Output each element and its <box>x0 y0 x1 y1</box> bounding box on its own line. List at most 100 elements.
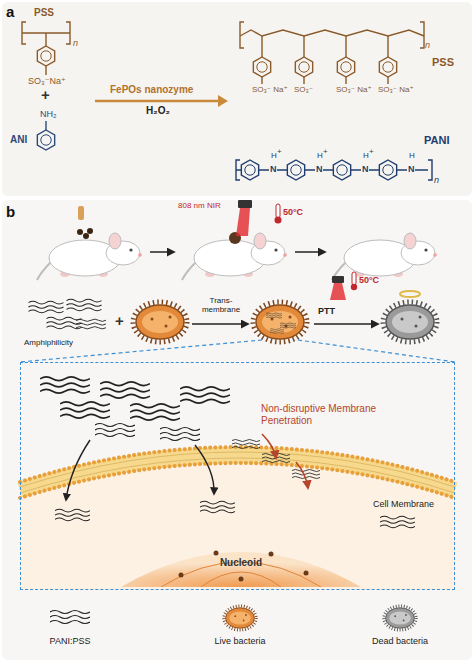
text-label: 808 nm NIR <box>178 201 221 210</box>
polymer-chain <box>266 313 282 318</box>
penetration-arrow <box>296 462 308 488</box>
lipid-heads <box>20 447 455 482</box>
lipid-heads <box>20 463 455 498</box>
legend-text: Live bacteria <box>190 636 290 646</box>
text-label: H <box>363 151 369 160</box>
text-label: H <box>317 151 323 160</box>
mouse <box>182 233 287 280</box>
bond-line <box>45 121 46 130</box>
panel-background <box>2 200 472 660</box>
text-label: + <box>369 147 374 156</box>
live-bacterium <box>253 302 307 342</box>
mouse <box>332 233 437 280</box>
drug-drop <box>83 233 89 239</box>
benzene-ring <box>37 46 54 66</box>
laser-device <box>332 276 344 283</box>
dropper <box>78 206 84 220</box>
benzene-ring <box>287 160 304 180</box>
bracket <box>240 22 424 48</box>
polymer-chain <box>95 424 135 437</box>
text-label: N <box>408 164 415 174</box>
legend-sample <box>50 611 90 624</box>
text-label: + <box>323 147 328 156</box>
reaction-arrow <box>95 100 218 103</box>
benzene-ring <box>295 57 312 77</box>
legend-sample <box>384 606 416 630</box>
text-label: 50°C <box>283 207 303 217</box>
text-label: n <box>73 38 78 48</box>
dna-dot <box>239 577 244 582</box>
text-label: SO₃⁻ Na⁺ <box>252 85 288 94</box>
nucleoid-area <box>121 552 361 587</box>
laser-device <box>238 200 252 208</box>
node-text: Cell Membrane <box>373 499 453 509</box>
flow-arrow <box>195 445 214 494</box>
cytoplasm <box>20 463 455 590</box>
step-arrow <box>314 323 378 325</box>
text-label: N <box>270 164 277 174</box>
flow-arrow <box>66 440 90 500</box>
polymer-chain <box>76 319 106 329</box>
step-arrow <box>192 323 248 325</box>
halo <box>400 291 420 297</box>
text-label: NH₂ <box>40 109 57 119</box>
text-label: PTT <box>318 306 335 316</box>
text-label: a <box>6 3 14 20</box>
text-label: SO₃⁻ <box>294 85 313 94</box>
bond-lines <box>22 22 70 75</box>
text-label: N <box>316 164 323 174</box>
cell-membrane <box>20 455 455 490</box>
text-label: FePOs nanozyme <box>110 84 193 96</box>
thermometer <box>276 204 280 218</box>
text-label: SO₃⁻Na⁺ <box>28 76 66 86</box>
polymer-chain <box>47 317 82 328</box>
thermometer-bulb <box>275 217 282 224</box>
polymer-chain <box>232 439 260 448</box>
zoom-line <box>298 340 455 362</box>
dead-bacterium <box>383 302 437 342</box>
bond-lines <box>236 160 432 180</box>
polymer-chain <box>380 516 415 527</box>
polymer-chain <box>160 428 200 441</box>
pss-polymer <box>240 22 424 84</box>
nucleoid-region: Nucleoid <box>121 527 361 587</box>
benzene-ring <box>379 160 396 180</box>
text-label: PANI <box>424 134 449 147</box>
penetration-arrow <box>262 434 276 458</box>
text-label: SO₃⁻ Na⁺ <box>336 85 372 94</box>
text-label: PSS <box>432 56 454 69</box>
polymer-chain <box>55 509 90 520</box>
text-label: N <box>362 164 369 174</box>
laser-beam <box>236 208 250 236</box>
dna-dot <box>304 571 309 576</box>
text-label: n <box>434 175 439 185</box>
zoom-box: Non-disruptive Membrane PenetrationCell … <box>20 362 455 590</box>
legend-text: Dead bacteria <box>350 636 450 646</box>
polymer-chain <box>60 402 110 418</box>
text-label: Amphiphilicity <box>24 338 73 347</box>
arrow-head <box>218 95 228 107</box>
laser-beam <box>330 283 346 300</box>
text-label: SO₃⁻ Na⁺ <box>378 85 414 94</box>
polymer-chain <box>67 299 102 310</box>
benzene-ring <box>241 160 258 180</box>
text-label: Trans-membrane <box>195 296 247 314</box>
benzene-ring <box>253 57 270 77</box>
bond-lines <box>262 36 388 84</box>
text-label: ANI <box>10 134 27 146</box>
pani-polymer <box>236 160 432 180</box>
benzene-ring <box>379 57 396 77</box>
polymer-chain <box>280 323 296 328</box>
thermometer <box>352 272 356 285</box>
benzene-ring <box>37 130 54 150</box>
step-arrow <box>150 251 174 253</box>
benzene-ring <box>333 160 350 180</box>
text-label: 50°C <box>359 275 379 285</box>
pss-monomer <box>22 22 70 75</box>
text-label: n <box>425 40 430 50</box>
dna-dot <box>269 552 274 557</box>
polymer-chain <box>40 377 90 393</box>
dna-dot <box>179 573 184 578</box>
text-label: H <box>409 151 415 160</box>
